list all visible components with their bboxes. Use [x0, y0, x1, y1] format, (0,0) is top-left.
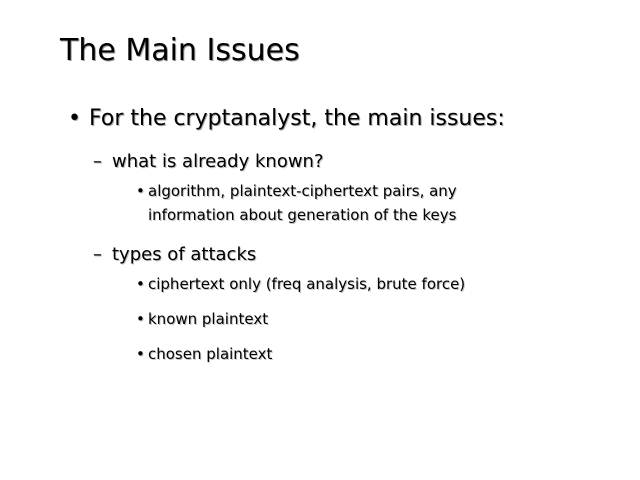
bullet-marker-icon: •	[136, 275, 145, 293]
list-item-label: what is already known?	[112, 151, 324, 172]
list-item-label: For the cryptanalyst, the main issues:	[89, 106, 505, 131]
list-item-label: types of attacks	[112, 244, 257, 265]
list-item: • chosen plaintext	[0, 342, 640, 366]
bullet-marker-icon: •	[136, 310, 145, 328]
page-title: The Main Issues	[60, 33, 300, 68]
list-item: – types of attacks	[0, 241, 640, 268]
list-item-label: ciphertext only (freq analysis, brute fo…	[148, 275, 466, 293]
list-item: • algorithm, plaintext-ciphertext pairs,…	[0, 179, 640, 227]
list-item-label: algorithm, plaintext-ciphertext pairs, a…	[148, 182, 457, 224]
list-item: • For the cryptanalyst, the main issues:	[0, 104, 640, 134]
list-item: • ciphertext only (freq analysis, brute …	[0, 272, 640, 296]
list-item-label: chosen plaintext	[148, 345, 273, 363]
list-item-label: known plaintext	[148, 310, 269, 328]
dash-marker-icon: –	[93, 244, 102, 265]
bullet-marker-icon: •	[136, 182, 145, 200]
list-item: – what is already known?	[0, 148, 640, 175]
bullet-marker-icon: •	[136, 345, 145, 363]
bullet-marker-icon: •	[68, 106, 81, 131]
dash-marker-icon: –	[93, 151, 102, 172]
slide-body: • For the cryptanalyst, the main issues:…	[0, 104, 640, 368]
list-item: • known plaintext	[0, 307, 640, 331]
